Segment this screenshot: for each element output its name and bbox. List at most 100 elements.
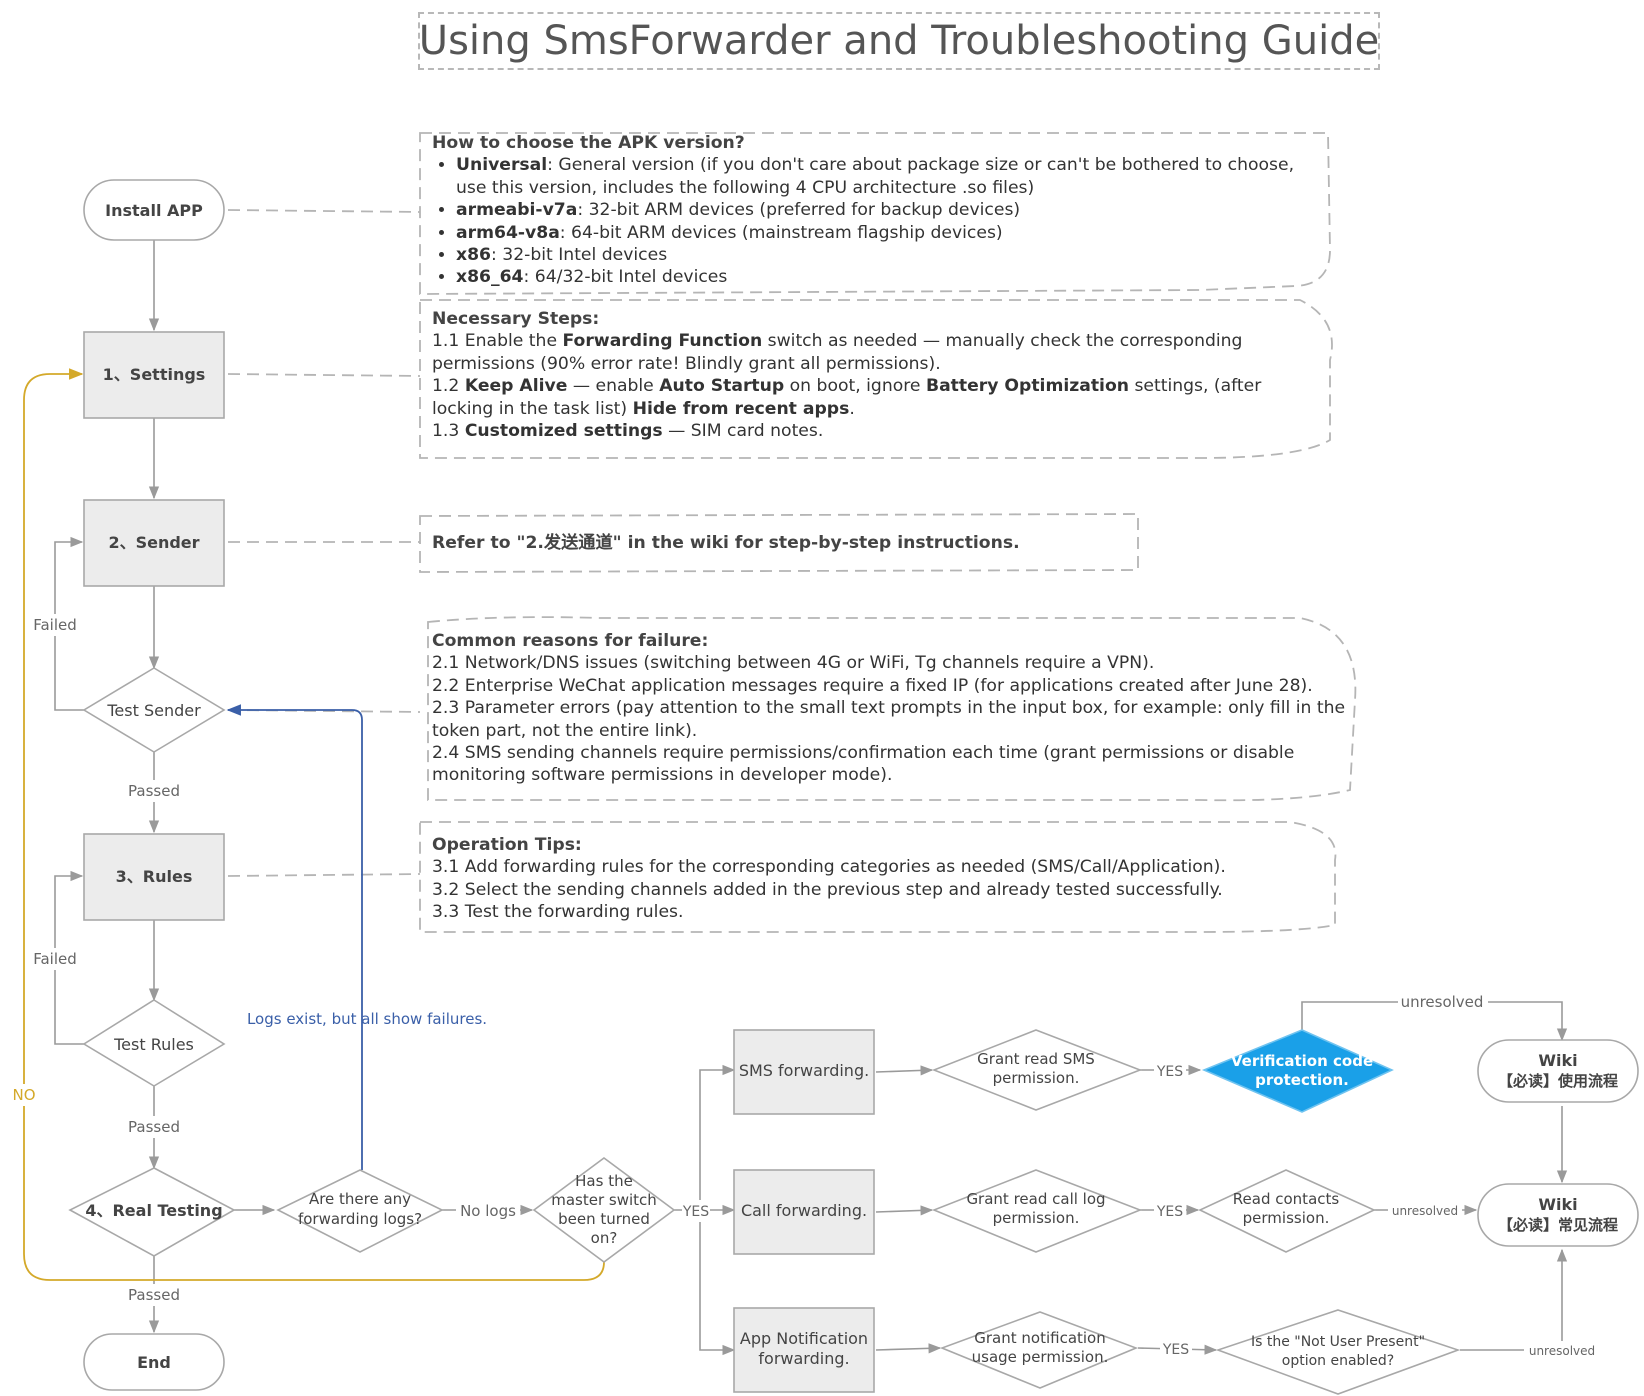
label-any-logs-2: forwarding logs? — [298, 1210, 422, 1228]
edge-label-yes-sms: YES — [1156, 1064, 1183, 1080]
node-end — [83, 1333, 225, 1391]
note-steps: Necessary Steps: 1.1 Enable the Forwardi… — [432, 308, 1312, 442]
label-test-rules: Test Rules — [113, 1035, 194, 1054]
page-title: Using SmsForwarder and Troubleshooting G… — [418, 18, 1380, 64]
note-apk: How to choose the APK version? Universal… — [432, 132, 1322, 289]
node-app-forwarding — [733, 1307, 875, 1393]
label-wiki-2-b: 【必读】常见流程 — [1498, 1216, 1618, 1234]
node-verification — [1201, 1029, 1394, 1113]
label-install-app: Install APP — [105, 201, 203, 220]
title-frame — [418, 12, 1380, 70]
note-failure-line: 2.4 SMS sending channels require permiss… — [432, 743, 1295, 786]
note-tips-line: 3.1 Add forwarding rules for the corresp… — [432, 857, 1226, 878]
note-steps-heading: Necessary Steps: — [432, 309, 600, 329]
note-frame-failure — [427, 616, 1357, 802]
edge-label-yes-call: YES — [1156, 1204, 1183, 1220]
edge-label-yes-notif: YES — [1162, 1342, 1189, 1358]
node-master-switch — [532, 1157, 676, 1263]
label-end: End — [137, 1353, 171, 1372]
node-test-rules — [82, 999, 226, 1087]
label-grant-call-2: permission. — [993, 1209, 1080, 1227]
label-wiki-1-a: Wiki — [1538, 1051, 1577, 1070]
edge-label-unresolved-1: unresolved — [1401, 993, 1484, 1011]
note-frame-refer — [419, 513, 1139, 573]
note-apk-heading: How to choose the APK version? — [432, 133, 745, 153]
label-wiki-2-a: Wiki — [1538, 1195, 1577, 1214]
node-not-user-present — [1215, 1309, 1461, 1395]
edge-label-logs-fail: Logs exist, but all show failures. — [247, 1010, 487, 1028]
node-wiki-2 — [1477, 1183, 1639, 1247]
label-grant-call-1: Grant read call log — [966, 1190, 1105, 1208]
note-failure-line: 2.2 Enterprise WeChat application messag… — [432, 675, 1313, 696]
note-steps-line-2: 1.2 Keep Alive — enable Auto Startup on … — [432, 376, 1262, 419]
note-failure-line: 2.1 Network/DNS issues (switching betwee… — [432, 653, 1155, 674]
note-tips: Operation Tips: 3.1 Add forwarding rules… — [432, 834, 1332, 924]
note-refer-text: Refer to "2.发送通道" in the wiki for step-b… — [432, 533, 1020, 553]
label-verification-2: protection. — [1255, 1071, 1349, 1089]
node-install-app — [83, 179, 225, 241]
label-grant-notif-1: Grant notification — [974, 1329, 1106, 1347]
label-grant-sms-1: Grant read SMS — [977, 1050, 1095, 1068]
node-sender — [83, 499, 225, 587]
label-call-forwarding: Call forwarding. — [741, 1201, 867, 1220]
node-any-logs — [276, 1169, 444, 1253]
node-wiki-1 — [1477, 1039, 1639, 1103]
label-wiki-1-b: 【必读】使用流程 — [1498, 1072, 1618, 1090]
note-failure-line: 2.3 Parameter errors (pay attention to t… — [432, 698, 1346, 741]
note-tips-line: 3.2 Select the sending channels added in… — [432, 879, 1223, 900]
label-sender: 2、Sender — [108, 533, 199, 552]
note-refer: Refer to "2.发送通道" in the wiki for step-b… — [432, 532, 1132, 554]
node-grant-notif — [939, 1311, 1139, 1389]
list-item: arm64-v8a: 64-bit ARM devices (mainstrea… — [456, 222, 1322, 244]
edge-label-yes-master: YES — [682, 1204, 709, 1220]
edge-label-unresolved-2: unresolved — [1392, 1204, 1458, 1218]
node-settings — [83, 331, 225, 419]
node-grant-sms — [931, 1029, 1143, 1111]
label-master-switch-4: on? — [591, 1229, 618, 1247]
node-sms-forwarding — [733, 1029, 875, 1115]
node-test-sender — [82, 667, 226, 753]
list-item: armeabi-v7a: 32-bit ARM devices (preferr… — [456, 199, 1322, 221]
edge-label-no: NO — [12, 1086, 35, 1104]
label-master-switch-2: master switch — [551, 1191, 657, 1209]
note-steps-line-3: 1.3 Customized settings — SIM card notes… — [432, 421, 824, 442]
node-grant-call — [931, 1169, 1143, 1253]
note-failure-heading: Common reasons for failure: — [432, 631, 709, 651]
label-grant-notif-2: usage permission. — [972, 1348, 1109, 1366]
list-item: x86: 32-bit Intel devices — [456, 244, 1322, 266]
note-apk-list: Universal: General version (if you don't… — [432, 154, 1322, 288]
label-real-testing: 4、Real Testing — [85, 1201, 222, 1220]
label-read-contacts-1: Read contacts — [1233, 1190, 1340, 1208]
edge-label-passed-2: Passed — [128, 1118, 180, 1136]
label-verification-1: Verification code — [1231, 1052, 1373, 1070]
node-read-contacts — [1198, 1169, 1376, 1253]
label-not-user-present-2: option enabled? — [1282, 1353, 1395, 1369]
edge-label-no-logs: No logs — [460, 1202, 516, 1220]
note-steps-line-1: 1.1 Enable the Forwarding Function switc… — [432, 331, 1243, 374]
note-frame-steps — [419, 299, 1333, 459]
edge-label-failed-1: Failed — [33, 616, 77, 634]
label-app-forwarding-1: App Notification — [740, 1329, 868, 1348]
node-real-testing — [68, 1167, 236, 1257]
edge-label-passed-3: Passed — [128, 1286, 180, 1304]
label-test-sender: Test Sender — [106, 701, 201, 720]
label-app-forwarding-2: forwarding. — [758, 1349, 849, 1368]
note-tips-heading: Operation Tips: — [432, 835, 582, 855]
label-any-logs-1: Are there any — [309, 1190, 411, 1208]
list-item: x86_64: 64/32-bit Intel devices — [456, 266, 1322, 288]
list-item: Universal: General version (if you don't… — [456, 154, 1322, 199]
note-frame-tips — [419, 821, 1337, 933]
label-master-switch-3: been turned — [558, 1210, 650, 1228]
note-tips-line: 3.3 Test the forwarding rules. — [432, 902, 684, 923]
label-rules: 3、Rules — [116, 867, 193, 886]
label-grant-sms-2: permission. — [993, 1069, 1080, 1087]
label-sms-forwarding: SMS forwarding. — [739, 1061, 869, 1080]
node-call-forwarding — [733, 1169, 875, 1255]
node-rules — [83, 833, 225, 921]
note-failure: Common reasons for failure: 2.1 Network/… — [432, 630, 1352, 787]
edge-label-unresolved-3: unresolved — [1529, 1344, 1595, 1358]
label-read-contacts-2: permission. — [1243, 1209, 1330, 1227]
label-not-user-present-1: Is the "Not User Present" — [1251, 1334, 1425, 1350]
edge-label-failed-2: Failed — [33, 950, 77, 968]
